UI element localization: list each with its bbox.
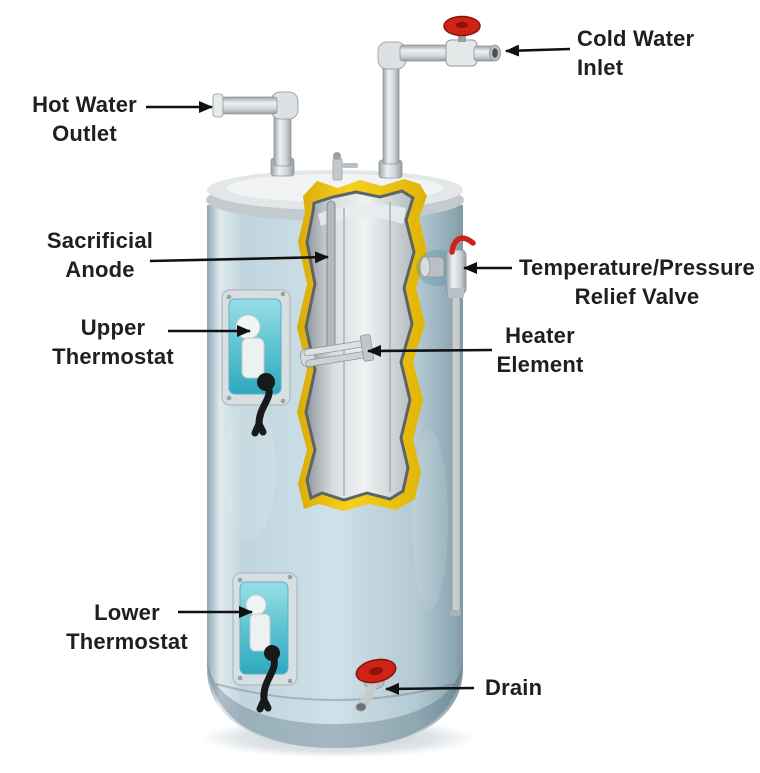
lower-thermostat-wire — [256, 649, 278, 713]
inlet-shutoff-valve — [443, 15, 501, 67]
tp-relief-valve — [416, 235, 476, 616]
label-heater-element: Heater Element — [496, 323, 584, 377]
upper-thermostat-panel — [221, 289, 291, 437]
label-hot-water-outlet: Hot Water Outlet — [32, 92, 137, 146]
arrow-sacrificial-anode — [149, 251, 329, 264]
hot-water-outlet-pipe — [212, 91, 299, 177]
upper-thermostat-wire — [251, 378, 273, 437]
arrow-heater-element — [367, 344, 493, 357]
arrow-drain — [385, 682, 475, 695]
label-cold-water-inlet: Cold Water Inlet — [577, 26, 695, 80]
cold-water-inlet-pipe — [377, 15, 501, 179]
sacrificial-anode-rod — [326, 200, 336, 352]
tp-discharge-pipe — [451, 293, 461, 615]
label-lower-thermostat: Lower Thermostat — [66, 600, 188, 654]
inlet-valve-handwheel — [443, 15, 481, 37]
label-sacrificial-anode: Sacrificial Anode — [46, 228, 154, 282]
label-upper-thermostat: Upper Thermostat — [52, 315, 174, 369]
lower-thermostat-panel — [232, 572, 298, 713]
drain-handwheel — [355, 658, 397, 684]
callout-arrows — [146, 44, 571, 695]
top-fitting — [332, 152, 358, 181]
arrow-cold-water-inlet — [505, 44, 571, 57]
label-temperature-pressure-relief-valve: Temperature/Pressure Relief Valve — [519, 255, 755, 309]
label-drain: Drain — [485, 675, 543, 700]
drain-valve — [355, 658, 397, 712]
